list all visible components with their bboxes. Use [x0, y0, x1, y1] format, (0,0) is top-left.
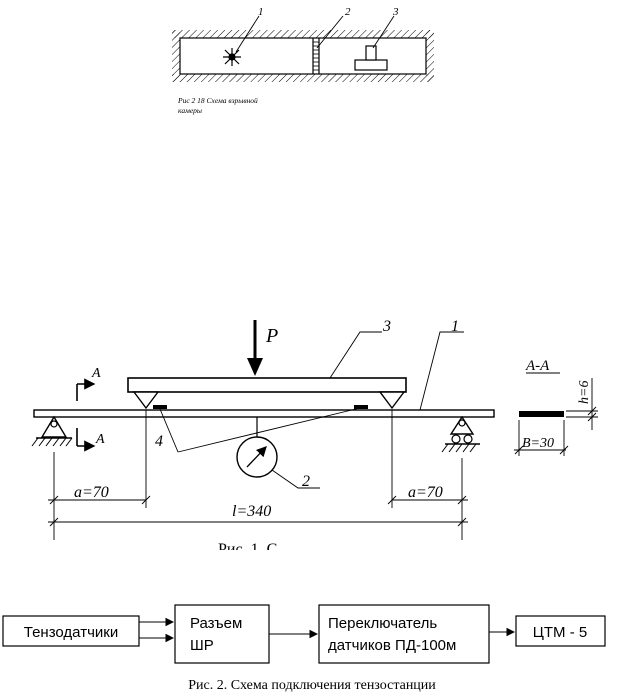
strain-gauge-top: [153, 405, 167, 409]
figure-explosion-chamber: 1 2 3 Рис 2 18 Схема взрывной камеры: [172, 6, 434, 115]
section-profile: [519, 411, 564, 417]
dim-left: a=70: [74, 484, 109, 501]
loading-traverse: [127, 377, 407, 393]
chamber-inner: [179, 37, 427, 75]
leader-3: [372, 15, 395, 49]
fig2-label-3: 3: [382, 318, 391, 335]
fig1-label-2: 2: [345, 6, 351, 18]
dim-width: B=30: [522, 436, 554, 451]
chamber-top-wall: [172, 30, 434, 38]
dim-right: a=70: [408, 484, 443, 501]
chamber-left-wall: [172, 30, 180, 82]
support-roller-right: [441, 415, 480, 453]
beam: [33, 409, 495, 418]
box-razem-line2: ШР: [190, 637, 214, 654]
section-title: A-A: [525, 358, 550, 374]
dim-height: h=6: [577, 381, 592, 404]
knife-edge-left: [132, 391, 160, 410]
box-ctm: [515, 615, 606, 647]
section-arrow-label: A: [91, 366, 101, 381]
cut-caption: Рис. 1. С: [218, 541, 277, 558]
chamber-right-wall: [426, 30, 434, 82]
dial-needle: [246, 446, 267, 468]
connector-arrows: [139, 617, 516, 643]
dim-span: l=340: [232, 503, 271, 520]
force-arrow-head: [247, 358, 263, 376]
specimen-base: [354, 59, 388, 71]
cut-caption-clip: Рис. 1. С: [218, 541, 277, 558]
chamber-bottom-wall: [172, 74, 434, 82]
knife-edge-right: [378, 391, 406, 410]
fig1-label-1: 1: [258, 6, 264, 18]
figure-beam: P: [31, 318, 598, 558]
fig3-caption: Рис. 2. Схема подключения тензостанции: [188, 678, 436, 693]
fig2-label-4: 4: [155, 433, 163, 450]
section-arrow-label-lower: A: [95, 432, 105, 447]
specimen-body: [365, 45, 377, 61]
section-dimensions: [514, 378, 598, 456]
fig2-label-2: 2: [302, 473, 310, 490]
force-label: P: [265, 325, 278, 347]
box-pereklyuchatel-line2: датчиков ПД-100м: [328, 637, 456, 654]
box-ctm-label: ЦТМ - 5: [533, 624, 587, 641]
leader-1: [235, 15, 260, 53]
fig1-caption-line1: Рис 2 18 Схема взрывной: [177, 96, 258, 105]
box-pereklyuchatel-line1: Переключатель: [328, 615, 437, 632]
explosion-icon: [223, 48, 241, 66]
strain-gauge-bottom: [354, 405, 368, 409]
box-razem-line1: Разъем: [190, 615, 242, 632]
dimension-lines: [48, 410, 468, 540]
leader-2: [316, 15, 344, 49]
support-pin-left: [31, 415, 73, 447]
box-tenzodatchiki: [2, 615, 140, 647]
box-pereklyuchatel: [318, 604, 490, 664]
box-tenzodatchiki-label: Тензодатчики: [24, 624, 118, 641]
section-marker: [76, 378, 96, 452]
membrane-hatch: [313, 41, 319, 71]
figure-block-diagram: Тензодатчики Разъем ШР Переключатель дат…: [2, 604, 606, 693]
box-razem: [174, 604, 270, 664]
leader-lines: [159, 331, 464, 489]
fig1-caption-line2: камеры: [178, 106, 202, 115]
fig2-label-1: 1: [451, 318, 459, 335]
fig1-label-3: 3: [392, 6, 399, 18]
